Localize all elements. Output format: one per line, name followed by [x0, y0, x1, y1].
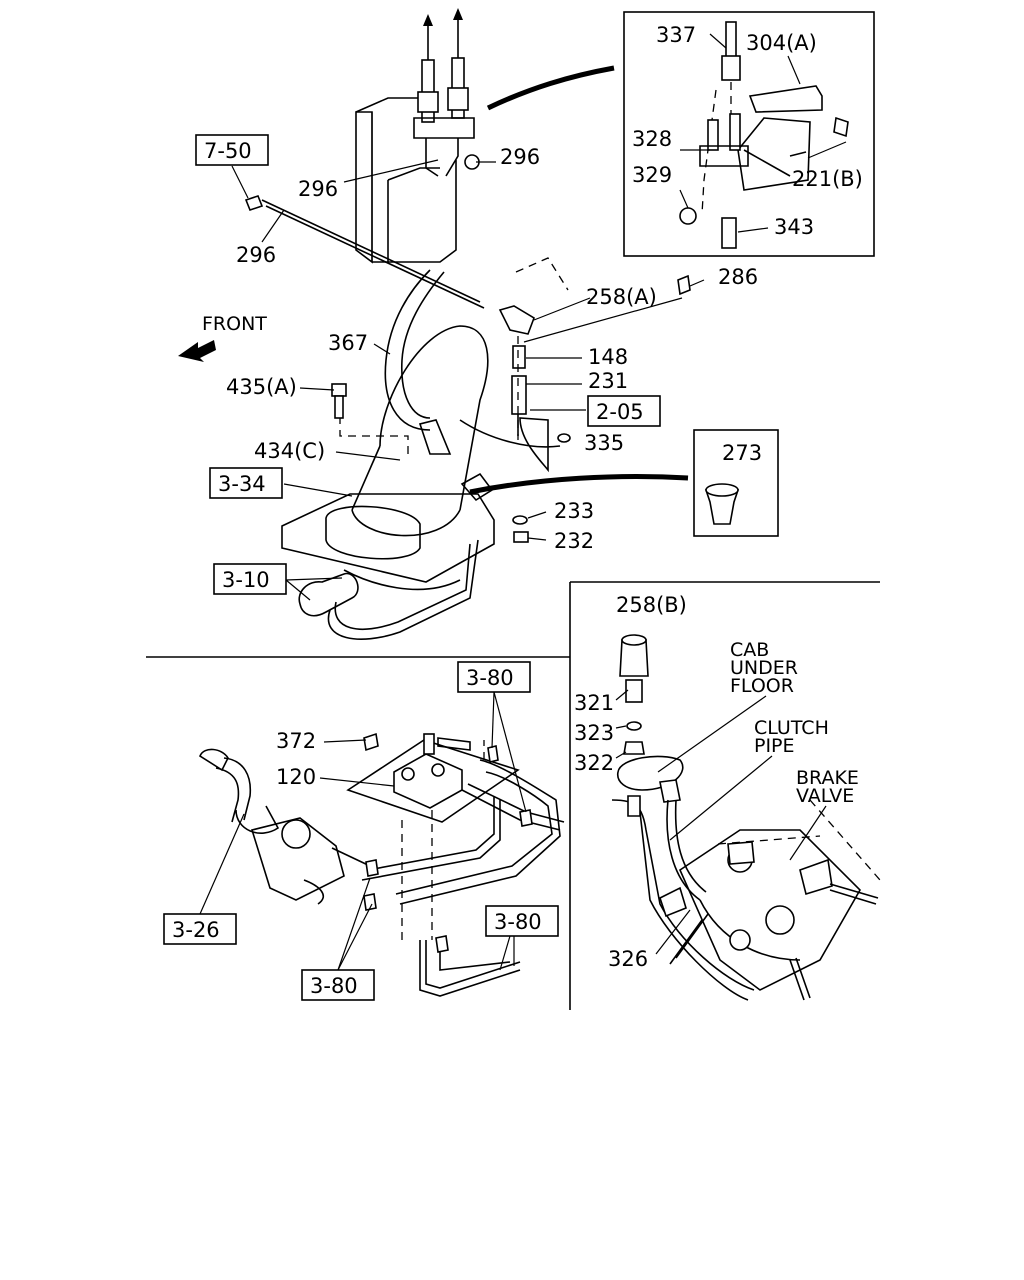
ref-box-205 — [587, 395, 661, 427]
ref-box-326 — [163, 913, 237, 945]
label-148: 148 — [588, 345, 628, 369]
label-304a: 304(A) — [746, 31, 817, 55]
label-ref-380-c: 3-80 — [310, 974, 358, 998]
section-dividers — [146, 581, 880, 1010]
valve-body — [250, 817, 371, 905]
label-ref-310: 3-10 — [222, 568, 270, 592]
label-ref-326: 3-26 — [172, 918, 220, 942]
inset-components — [679, 21, 849, 249]
label-front: FRONT — [202, 313, 267, 335]
ref-box-310 — [213, 563, 287, 595]
label-323: 323 — [574, 721, 614, 745]
label-cab-line2: UNDER — [730, 657, 798, 679]
up-arrow-icons — [423, 8, 463, 62]
inset-box-bracket — [623, 11, 875, 257]
front-arrow-icon — [178, 340, 216, 362]
label-296-b: 296 — [298, 177, 338, 201]
bolt-435a — [331, 383, 347, 419]
fitting-258a — [498, 274, 691, 436]
label-435a: 435(A) — [226, 375, 297, 399]
label-brake-line2: VALVE — [796, 785, 854, 807]
label-258a: 258(A) — [586, 285, 657, 309]
label-cab-line3: FLOOR — [730, 675, 794, 697]
bottom-left-leaders — [199, 691, 527, 971]
label-296-c: 296 — [236, 243, 276, 267]
bottom-right-assembly: 258(B) 321 323 322 CAB UNDER FLOOR CLUTC… — [574, 593, 881, 1001]
label-372: 372 — [276, 729, 316, 753]
label-337: 337 — [656, 23, 696, 47]
ref-box-380-a — [457, 661, 531, 693]
bottom-right-leaders — [615, 689, 827, 955]
label-321: 321 — [574, 691, 614, 715]
pipe-296 — [244, 195, 485, 309]
inset-pointer — [486, 65, 615, 111]
label-329: 329 — [632, 163, 672, 187]
label-clutch-line1: CLUTCH — [754, 717, 829, 739]
pointer-273 — [469, 474, 689, 495]
label-296-a: 296 — [500, 145, 540, 169]
label-ref-380-a: 3-80 — [466, 666, 514, 690]
label-434c: 434(C) — [254, 439, 325, 463]
ref-box-750 — [195, 134, 269, 166]
label-cab-line1: CAB — [730, 639, 769, 661]
label-322: 322 — [574, 751, 614, 775]
label-286: 286 — [718, 265, 758, 289]
label-ref-334: 3-34 — [218, 472, 266, 496]
air-hose — [199, 748, 280, 834]
bottom-left-labels: 3-80 372 120 3-26 3-80 3-80 — [172, 666, 542, 998]
cab-floor-opening — [617, 755, 684, 791]
inset-box-273 — [693, 429, 779, 537]
label-ref-380-b: 3-80 — [494, 910, 542, 934]
label-ref-750: 7-50 — [204, 139, 252, 163]
label-clutch-line2: PIPE — [754, 735, 795, 757]
grommet-273 — [704, 483, 740, 525]
label-335: 335 — [584, 431, 624, 455]
label-231: 231 — [588, 369, 628, 393]
top-assembly: 337 304(A) 328 329 221(B) 343 296 296 29… — [178, 8, 875, 640]
label-221b: 221(B) — [792, 167, 863, 191]
ref-box-380-b — [485, 905, 559, 937]
bottom-right-labels: 258(B) 321 323 322 CAB UNDER FLOOR CLUTC… — [574, 593, 859, 971]
ref-box-380-c — [301, 969, 375, 1001]
bottom-left-assembly: 3-80 372 120 3-26 3-80 3-80 — [163, 661, 565, 1001]
label-273: 273 — [722, 441, 762, 465]
label-120: 120 — [276, 765, 316, 789]
label-ref-205: 2-05 — [596, 400, 644, 424]
label-326: 326 — [608, 947, 648, 971]
reservoir-block — [355, 97, 457, 264]
dashed-leaders — [339, 257, 569, 458]
label-258b: 258(B) — [616, 593, 687, 617]
washer-nut-233-232 — [512, 515, 529, 543]
oring-335 — [557, 433, 571, 443]
mount-plate-120 — [346, 732, 520, 940]
label-brake-line1: BRAKE — [796, 767, 859, 789]
master-cylinder — [281, 269, 561, 640]
brake-valve-body — [611, 779, 881, 1001]
label-232: 232 — [554, 529, 594, 553]
tank-fittings — [413, 57, 480, 177]
label-233: 233 — [554, 499, 594, 523]
label-367: 367 — [328, 331, 368, 355]
top-leaders — [231, 33, 847, 601]
brake-piping — [361, 745, 565, 997]
ref-box-334 — [209, 467, 283, 499]
label-343: 343 — [774, 215, 814, 239]
fitting-stack-258b — [619, 634, 649, 755]
top-labels: 337 304(A) 328 329 221(B) 343 296 296 29… — [202, 23, 863, 592]
label-328: 328 — [632, 127, 672, 151]
